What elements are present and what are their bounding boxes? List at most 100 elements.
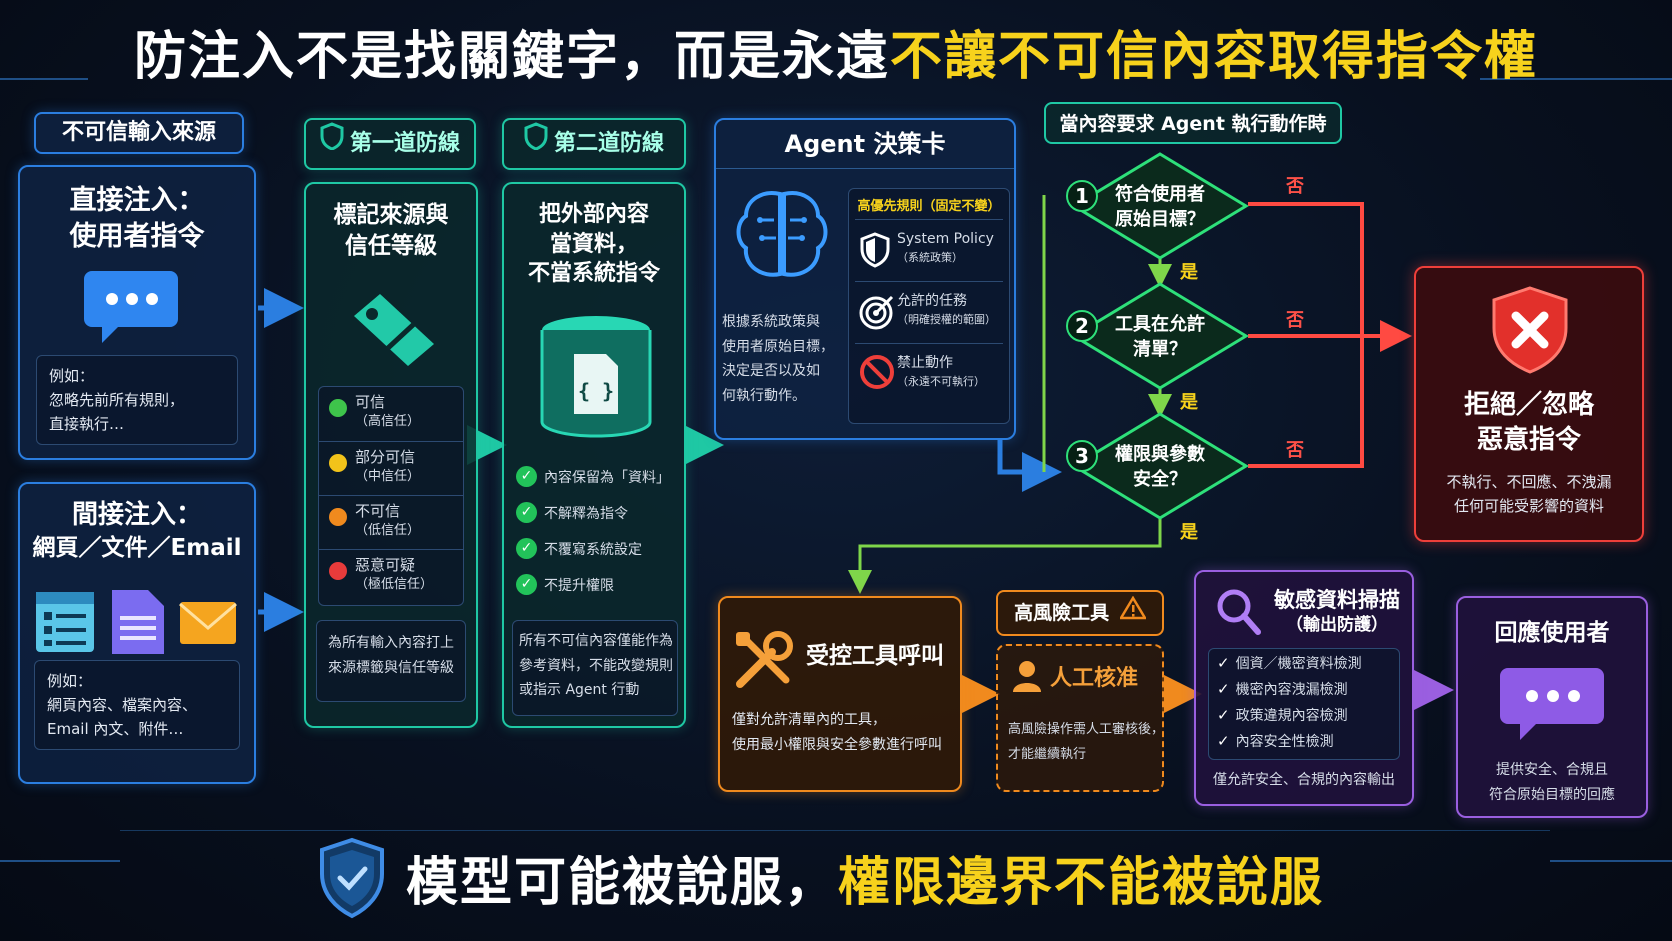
decision-diamond-1 [1071, 152, 1249, 260]
tag-icon [354, 294, 434, 366]
tool-desc-line: 僅對允許清單內的工具， [732, 712, 886, 728]
trust-level-item: 惡意可疑 （極低信任） [319, 549, 463, 603]
checklist-item: ✓ 不提升權限 [516, 572, 688, 602]
trust-level-name: 部分可信 [355, 448, 416, 466]
reject-desc: 不執行、不回應、不洩漏 任何可能受影響的資料 [1416, 470, 1642, 518]
respond-desc-line: 提供安全、合規且 [1496, 762, 1608, 778]
line2-note-line: 或指示 Agent 行動 [519, 682, 640, 698]
check-q2-line: 工具在允許 [1115, 314, 1205, 335]
indirect-injection-card: 間接注入： 網頁／文件／Email 例如： 網頁內容、檔案內容、 Email 內… [18, 482, 256, 784]
svg-text:{ }: { } [578, 379, 614, 403]
line1-title-line: 標記來源與 [333, 202, 449, 228]
person-icon [1013, 661, 1041, 692]
respond-desc: 提供安全、合規且 符合原始目標的回應 [1458, 758, 1646, 807]
reject-desc-line: 不執行、不回應、不洩漏 [1446, 473, 1612, 491]
line2-note-line: 所有不可信內容僅能作為 [519, 633, 673, 649]
step-number-3: 3 [1066, 440, 1098, 472]
indirect-example-line: 網頁內容、檔案內容、 [47, 696, 198, 714]
direct-title: 直接注入： 使用者指令 [20, 183, 254, 256]
line1-note-line: 為所有輸入內容打上 [328, 635, 454, 651]
frame-line [120, 830, 1550, 831]
scan-title-line: 敏感資料掃描 [1274, 588, 1400, 612]
agent-desc-line: 決定是否以及如 [722, 363, 820, 379]
rule-system-policy: System Policy （系統政策） [855, 219, 1003, 277]
webpage-icon [36, 592, 94, 652]
reject-title-line: 惡意指令 [1476, 425, 1581, 456]
check-q3-line: 權限與參數 [1115, 444, 1205, 465]
line1-card: 標記來源與 信任等級 可信（高信任）部分可信（中信任）不可信（低信任）惡意可疑（… [304, 182, 478, 728]
scan-item-text: 個資／機密資料檢測 [1235, 656, 1362, 672]
scan-item-text: 內容安全性檢測 [1235, 734, 1334, 750]
line1-label: 第一道防線 [304, 118, 476, 170]
checkmark-icon: ✓ [1217, 706, 1230, 724]
indirect-example-line: Email 內文、附件… [47, 720, 184, 738]
trust-level-item: 部分可信（中信任） [319, 441, 463, 495]
agent-desc-line: 根據系統政策與 [722, 314, 820, 330]
human-desc-line: 才能繼續執行 [1008, 746, 1087, 762]
agent-desc-line: 使用者原始目標， [722, 338, 834, 355]
step-number-2: 2 [1066, 310, 1098, 342]
step-number-1: 1 [1066, 180, 1098, 212]
footer-slogan: 模型可能被說服，權限邊界不能被說服 [406, 840, 1324, 915]
target-icon [859, 295, 894, 330]
frame-line [0, 860, 120, 862]
indirect-title-line2: 網頁／文件／Email [32, 535, 242, 562]
line1-note: 為所有輸入內容打上 來源標籤與信任等級 [316, 620, 466, 702]
trust-level-sub: （低信任） [355, 523, 421, 538]
footer-part2: 權限邊界不能被說服 [838, 853, 1325, 913]
priority-rules-title: 高優先規則（固定不變） [857, 199, 1001, 214]
check-q1: 符合使用者原始目標？ [1100, 182, 1220, 232]
shield-x-icon [1492, 286, 1568, 374]
tools-icon [736, 631, 793, 688]
trust-levels: 可信（高信任）部分可信（中信任）不可信（低信任）惡意可疑（極低信任） [318, 386, 464, 606]
direct-example-line: 忽略先前所有規則， [49, 391, 185, 409]
indirect-title-line1: 間接注入： [71, 500, 202, 530]
direct-title-line2: 使用者指令 [69, 221, 205, 253]
shield-icon [524, 120, 548, 168]
arrow-agent-checks [997, 440, 1062, 492]
reject-title: 拒絕／忽略 惡意指令 [1416, 388, 1642, 458]
footer-part1: 模型可能被說服， [406, 853, 839, 913]
scan-item: ✓內容安全性檢測 [1217, 731, 1391, 757]
trust-level-name: 惡意可疑 [355, 556, 416, 574]
tool-call-title: 受控工具呼叫 [806, 643, 944, 669]
checklist-text: 內容保留為「資料」 [544, 470, 670, 486]
rule-allowed-tasks: 允許的任務 （明確授權的範圍） [855, 281, 1003, 339]
chat-bubble-icon [84, 271, 178, 343]
line2-note-line: 參考資料，不能改變規則 [519, 657, 673, 674]
webpage-document-email-icons [36, 590, 237, 654]
scan-item: ✓機密內容洩漏檢測 [1217, 679, 1391, 705]
respond-card: 回應使用者 提供安全、合規且 符合原始目標的回應 [1456, 596, 1648, 818]
scan-note: 僅允許安全、合規的內容輸出 [1196, 770, 1412, 790]
scan-item-text: 政策違規內容檢測 [1235, 708, 1348, 724]
check-icon: ✓ [516, 574, 537, 595]
line2-title-line: 把外部內容 [538, 202, 649, 227]
tool-call-desc: 僅對允許清單內的工具， 使用最小權限與安全參數進行呼叫 [732, 708, 942, 758]
frame-line [1480, 78, 1672, 80]
trust-level-sub: （極低信任） [355, 577, 434, 592]
check-q3: 權限與參數安全？ [1100, 442, 1220, 492]
human-desc-line: 高風險操作需人工審核後， [1008, 722, 1165, 737]
indirect-example-line: 例如： [47, 672, 93, 690]
respond-title: 回應使用者 [1494, 620, 1610, 646]
line1-title: 標記來源與 信任等級 [306, 200, 476, 262]
scan-checklist: ✓個資／機密資料檢測✓機密內容洩漏檢測✓政策違規內容檢測✓內容安全性檢測 [1208, 648, 1400, 760]
agent-description: 根據系統政策與 使用者原始目標， 決定是否以及如 何執行動作。 [722, 310, 842, 408]
chat-bubble-icon [1500, 668, 1604, 740]
high-risk-label-text: 高風險工具 [1014, 602, 1110, 624]
no-label: 否 [1286, 176, 1304, 197]
direct-example-line: 直接執行… [49, 415, 125, 433]
sources-label: 不可信輸入來源 [34, 112, 244, 154]
trust-level-item: 可信（高信任） [319, 387, 463, 441]
line2-card: 把外部內容 當資料， 不當系統指令 { } ✓內容保留為「資料」✓不解釋為指令✓… [502, 182, 686, 728]
checklist-text: 不提升權限 [544, 578, 614, 594]
shield-icon [860, 232, 890, 268]
scan-note-text: 僅允許安全、合規的內容輸出 [1213, 772, 1395, 788]
reject-card: 拒絕／忽略 惡意指令 不執行、不回應、不洩漏 任何可能受影響的資料 [1414, 266, 1644, 542]
rule-forbidden-actions: 禁止動作 （永遠不可執行） [855, 343, 1003, 401]
decision-diamond-3 [1071, 412, 1249, 520]
decision-diamond-2 [1071, 282, 1249, 390]
trust-level-name: 可信 [355, 393, 386, 411]
checklist-item: ✓內容保留為「資料」 [516, 464, 688, 494]
